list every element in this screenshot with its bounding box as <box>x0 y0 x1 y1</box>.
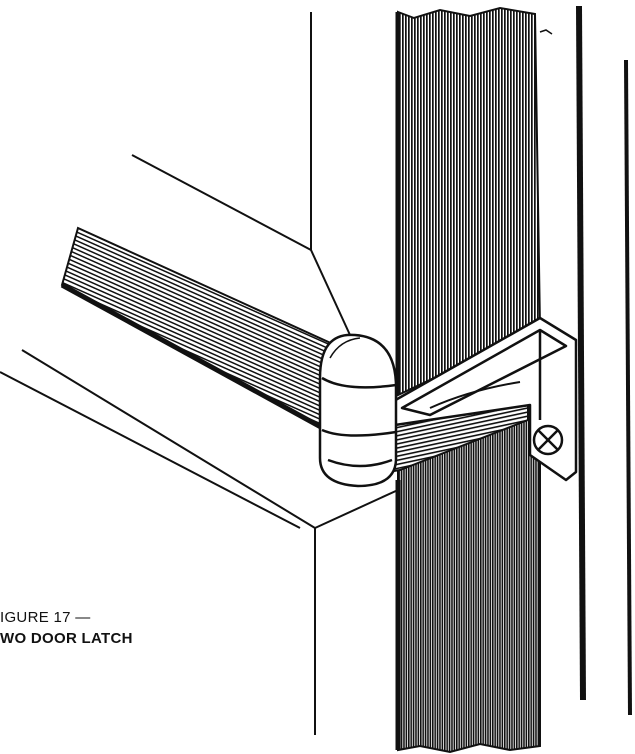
screw-icon <box>532 424 564 456</box>
door-frame-outline <box>0 12 399 735</box>
latch-bracket <box>390 316 578 482</box>
caption-title: WO DOOR LATCH <box>0 630 133 647</box>
latch-knob <box>318 333 398 488</box>
wall-edge-lines <box>576 5 632 716</box>
caption-figure-number: IGURE 17 — <box>0 609 91 626</box>
speck-mark <box>539 29 553 35</box>
figure-caption: IGURE 17 — WO DOOR LATCH <box>0 607 133 649</box>
latch-bar <box>60 226 337 434</box>
latch-bar-edge <box>60 282 332 435</box>
